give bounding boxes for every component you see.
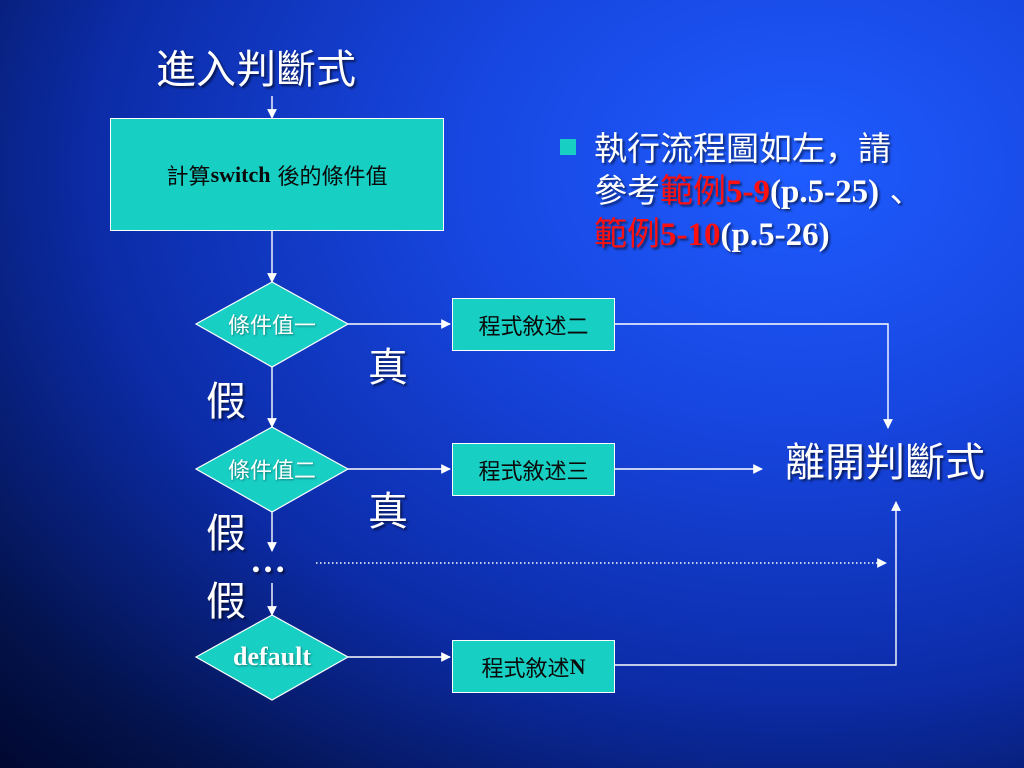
example2-num: 5-10 xyxy=(660,217,721,253)
example1-num: 5-9 xyxy=(726,174,770,210)
false-label-1: 假 xyxy=(206,379,246,425)
bullet-marker-icon xyxy=(560,139,576,155)
compute-suffix: 後的條件值 xyxy=(270,164,388,190)
true-label-2: 真 xyxy=(368,489,408,535)
condition-1-label: 條件值一 xyxy=(227,314,316,339)
compute-code: switch xyxy=(210,161,271,187)
example2-ref: (p.5-26) xyxy=(720,217,830,253)
decision-diamond-2 xyxy=(194,426,350,513)
ellipsis-label: … xyxy=(250,540,286,580)
action-box-2: 程式敘述三 xyxy=(452,443,615,496)
decision-diamond-1 xyxy=(194,281,350,368)
example1-ref: (p.5-25) xyxy=(770,174,880,210)
example1-word: 範例 xyxy=(660,171,726,210)
entry-title: 進入判斷式 xyxy=(156,47,356,93)
action-n-suffix: N xyxy=(569,653,586,679)
exit-label: 離開判斷式 xyxy=(785,440,985,486)
action-box-1: 程式敘述二 xyxy=(452,298,615,351)
false-label-3: 假 xyxy=(206,579,246,625)
bullet-line1: 執行流程圖如左，請 xyxy=(594,129,891,168)
bullet-note: 執行流程圖如左，請 參考範例5-9(p.5-25) 、 範例5-10(p.5-2… xyxy=(560,128,1000,256)
decision-diamond-default xyxy=(194,614,350,701)
arrow-actionN-to-exit xyxy=(614,501,901,666)
false-label-2: 假 xyxy=(206,511,246,557)
arrow-action1-to-exit xyxy=(614,323,893,429)
default-label: default xyxy=(233,642,311,671)
example2-word: 範例 xyxy=(594,214,660,253)
true-label-1: 真 xyxy=(368,345,408,391)
action-n-prefix: 程式敘述 xyxy=(481,656,570,682)
bullet-text: 執行流程圖如左，請 參考範例5-9(p.5-25) 、 範例5-10(p.5-2… xyxy=(594,128,1000,256)
bullet-separator: 、 xyxy=(879,171,923,210)
compute-prefix: 計算 xyxy=(166,164,211,190)
bullet-line2-prefix: 參考 xyxy=(594,171,660,210)
condition-2-label: 條件值二 xyxy=(227,459,316,484)
